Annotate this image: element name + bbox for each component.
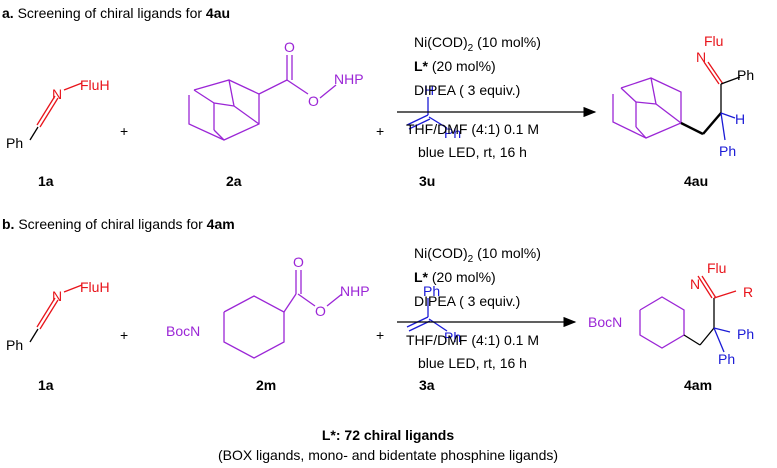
section-a-heading: a. Screening of chiral ligands for 4au: [2, 5, 230, 21]
section-b: b. Screening of chiral ligands for 4am N…: [2, 216, 754, 393]
flu-label: Flu: [704, 33, 723, 49]
reactant-2a-structure: O O NHP: [188, 39, 364, 141]
nhp-label: NHP: [340, 283, 370, 299]
imine-nitrogen-label: N: [696, 49, 706, 65]
compound-4au-label: 4au: [684, 173, 708, 189]
carbonyl-oxygen-label: O: [284, 39, 295, 55]
compound-3a-label: 3a: [419, 377, 435, 393]
compound-1a-label: 1a: [38, 173, 54, 189]
ligand-text: L* (20 mol%): [414, 58, 496, 74]
footer-title: L*: 72 chiral ligands: [322, 427, 454, 443]
ligand-text: L* (20 mol%): [414, 269, 496, 285]
solvent-text: THF/DMF (4:1) 0.1 M: [406, 332, 539, 348]
phenyl-label: Ph: [444, 125, 461, 141]
catalyst-text: Ni(COD)2 (10 mol%): [414, 245, 541, 265]
reactant-2m-structure: BocN O O NHP: [166, 254, 370, 359]
base-text: DIPEA ( 3 equiv.): [414, 82, 520, 98]
ester-oxygen-label: O: [308, 93, 319, 109]
plus-sign: +: [120, 327, 128, 343]
boc-nitrogen-label: BocN: [588, 314, 622, 330]
imine-nitrogen-label: N: [690, 276, 700, 292]
plus-sign: +: [120, 123, 128, 139]
section-a: a. Screening of chiral ligands for 4au N…: [2, 5, 754, 189]
phenyl-top-label: Ph: [423, 283, 440, 299]
solvent-text: THF/DMF (4:1) 0.1 M: [406, 121, 539, 137]
reactant-1a-structure: N FluH Ph: [6, 279, 110, 353]
plus-sign: +: [376, 123, 384, 139]
reactant-1a-structure: N FluH Ph: [6, 77, 110, 151]
phenyl-label: Ph: [719, 143, 736, 159]
vinyl-hydrogen-label: H: [424, 82, 434, 98]
compound-2m-label: 2m: [256, 377, 276, 393]
imine-nitrogen-label: N: [52, 86, 62, 102]
imine-nitrogen-label: N: [52, 288, 62, 304]
light-text: blue LED, rt, 16 h: [418, 355, 527, 371]
plus-sign: +: [376, 327, 384, 343]
base-text: DIPEA ( 3 equiv.): [414, 293, 520, 309]
compound-3u-label: 3u: [419, 173, 435, 189]
fluh-label: FluH: [80, 77, 110, 93]
catalyst-text: Ni(COD)2 (10 mol%): [414, 34, 541, 54]
compound-2a-label: 2a: [226, 173, 242, 189]
product-4au-structure: Flu N Ph H Ph: [612, 33, 754, 159]
phenyl-label: Ph: [6, 337, 23, 353]
flu-label: Flu: [707, 260, 726, 276]
light-text: blue LED, rt, 16 h: [418, 144, 527, 160]
reactant-3u-structure: H Ph: [406, 82, 461, 141]
compound-4am-label: 4am: [684, 377, 712, 393]
phenyl-label: Ph: [737, 67, 754, 83]
phenyl-label: Ph: [718, 351, 735, 367]
footer-subtitle: (BOX ligands, mono- and bidentate phosph…: [218, 447, 558, 463]
reactant-3a-structure: Ph Ph: [406, 283, 461, 345]
phenyl-label: Ph: [737, 326, 754, 342]
r-group-label: R: [743, 284, 753, 300]
ester-oxygen-label: O: [315, 303, 326, 319]
phenyl-bottom-label: Ph: [444, 329, 461, 345]
product-4am-structure: BocN Flu N R Ph Ph: [588, 260, 754, 367]
section-b-heading: b. Screening of chiral ligands for 4am: [2, 216, 235, 232]
phenyl-label: Ph: [6, 135, 23, 151]
boc-nitrogen-label: BocN: [166, 323, 200, 339]
conditions-a: Ni(COD)2 (10 mol%) L* (20 mol%) DIPEA ( …: [406, 34, 541, 160]
nhp-label: NHP: [334, 71, 364, 87]
fluh-label: FluH: [80, 279, 110, 295]
conditions-b: Ni(COD)2 (10 mol%) L* (20 mol%) DIPEA ( …: [406, 245, 541, 371]
hydrogen-label: H: [735, 111, 745, 127]
carbonyl-oxygen-label: O: [293, 254, 304, 270]
compound-1a-label: 1a: [38, 377, 54, 393]
